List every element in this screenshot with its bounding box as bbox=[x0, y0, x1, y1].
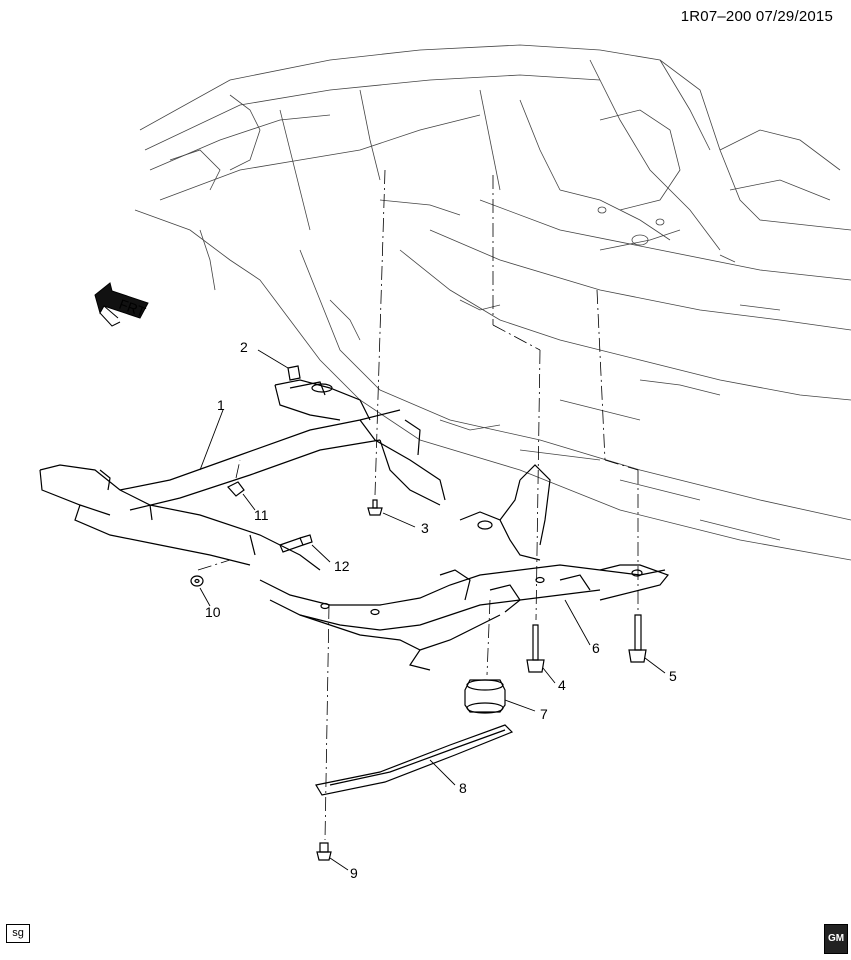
orientation-label: FRT bbox=[117, 296, 148, 320]
part-2-clip bbox=[287, 365, 301, 381]
callout-1: 1 bbox=[217, 397, 225, 413]
callout-leaders bbox=[199, 349, 666, 871]
callout-6: 6 bbox=[592, 640, 600, 656]
callout-2: 2 bbox=[240, 339, 248, 355]
callout-7: 7 bbox=[540, 706, 548, 722]
part-11-clip bbox=[227, 481, 245, 497]
callout-8: 8 bbox=[459, 780, 467, 796]
vehicle-body-underbody bbox=[134, 44, 851, 561]
illustrator-tag: sg bbox=[6, 924, 30, 943]
part-5-bolt bbox=[628, 614, 647, 663]
part-7-insulator bbox=[464, 679, 506, 714]
callout-11: 11 bbox=[254, 507, 269, 523]
alignment-centerlines bbox=[197, 169, 639, 841]
part-12-stud bbox=[279, 534, 313, 553]
part-1-frame bbox=[39, 379, 446, 571]
front-direction-arrow-icon bbox=[94, 282, 149, 327]
callout-10: 10 bbox=[205, 604, 221, 620]
part-8-brace bbox=[315, 724, 514, 796]
part-10-nut bbox=[190, 575, 204, 587]
part-6-engine-cradle bbox=[259, 464, 669, 671]
callout-4: 4 bbox=[558, 677, 566, 693]
diagram-code-date: 1R07–200 07/29/2015 bbox=[680, 8, 833, 25]
part-4-bolt bbox=[526, 624, 545, 673]
part-3-bolt bbox=[367, 499, 383, 516]
callout-12: 12 bbox=[334, 558, 350, 574]
callout-5: 5 bbox=[669, 668, 677, 684]
callout-9: 9 bbox=[350, 865, 358, 881]
gm-logo: GM bbox=[824, 924, 848, 954]
callout-3: 3 bbox=[421, 520, 429, 536]
part-9-bolt bbox=[316, 842, 332, 861]
